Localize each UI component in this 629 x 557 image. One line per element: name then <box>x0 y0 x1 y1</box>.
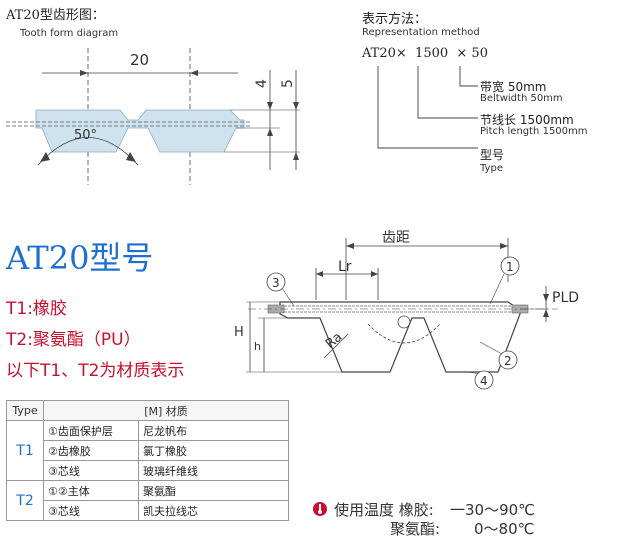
table-header-row: Type [M] 材质 <box>6 400 289 421</box>
type-t1: T1 <box>6 420 44 481</box>
table-row: ③芯线 凯夫拉线芯 <box>7 500 289 521</box>
part-cell: ③芯线 <box>43 500 139 521</box>
material-cell: 聚氨酯 <box>138 480 289 501</box>
part-cell: ③芯线 <box>43 460 139 481</box>
callout-2: 2 <box>504 354 512 368</box>
temp-rubber-label: 使用温度 橡胶: <box>334 501 434 519</box>
type-t2: T2 <box>6 480 44 521</box>
model-t2: T2:聚氨酯（PU） <box>6 330 141 350</box>
material-cell: 凯夫拉线芯 <box>138 500 289 521</box>
part-cell: ②齿橡胶 <box>43 440 139 461</box>
temp-pu-label: 聚氨酯: <box>390 520 441 538</box>
part-cell: ①②主体 <box>43 480 139 501</box>
callout-4: 4 <box>480 374 488 388</box>
material-cell: 玻璃纤维线 <box>138 460 289 481</box>
callout-1: 1 <box>506 260 514 274</box>
representation-subtitle: Representation method <box>362 27 480 38</box>
length-en: Pitch length 1500mm <box>480 126 588 137</box>
h-lower-label: h <box>254 340 261 353</box>
tooth-diagram-subtitle: Tooth form diagram <box>20 28 119 39</box>
tooth-form-diagram: 20 4 5 50° <box>6 48 300 185</box>
belt-section-diagram: 齿距 Lr H h Ra PLD 3 1 2 4 <box>234 230 579 390</box>
width-en: Beltwidth 50mm <box>480 93 563 104</box>
temp-pu-range: 0～80℃ <box>474 520 535 538</box>
model-t1: T1:橡胶 <box>6 299 67 319</box>
table-row: T1 ①齿面保护层 尼龙帆布 <box>6 420 289 481</box>
header-type: Type <box>6 400 44 421</box>
callout-1-circle <box>500 256 520 276</box>
belt-section <box>279 301 521 373</box>
height-label-5: 5 <box>280 79 296 88</box>
callout-2-circle <box>498 350 518 370</box>
callout-3: 3 <box>272 276 280 290</box>
tooth-diagram-title: AT20型齿形图： <box>6 8 105 23</box>
height-label-4: 4 <box>254 79 270 88</box>
pitch-label-cn: 齿距 <box>382 230 410 246</box>
length-cn: 节线长 1500mm <box>480 113 574 127</box>
type-en: Type <box>480 163 503 174</box>
part-cell: ①齿面保护层 <box>43 420 139 441</box>
lr-label: Lr <box>338 259 352 275</box>
material-table: Type [M] 材质 T1 ①齿面保护层 尼龙帆布 ②齿橡胶 氯丁橡胶 ③芯线… <box>6 400 289 521</box>
header-material: [M] 材质 <box>43 400 289 421</box>
table-row: ③芯线 玻璃纤维线 <box>7 460 289 481</box>
callout-4-circle <box>474 370 494 390</box>
temp-rubber-range: 一30～90℃ <box>450 501 536 519</box>
table-row: T2 ①②主体 聚氨酯 <box>6 480 289 521</box>
representation-leader-lines <box>377 66 478 149</box>
width-cn: 带宽 50mm <box>480 80 547 94</box>
material-cell: 氯丁橡胶 <box>138 440 289 461</box>
angle-label: 50° <box>74 128 97 143</box>
h-upper-label: H <box>234 325 244 340</box>
type-cn: 型号 <box>480 148 505 162</box>
material-cell: 尼龙帆布 <box>138 420 289 441</box>
belt-profile <box>35 109 245 153</box>
callout-3-circle <box>266 272 286 292</box>
table-row: ②齿橡胶 氯丁橡胶 <box>7 440 289 461</box>
representation-code: AT20× 1500 × 50 <box>362 46 488 61</box>
representation-title: 表示方法： <box>362 12 428 27</box>
model-title: AT20型号 <box>6 239 154 277</box>
pitch-label: 20 <box>130 51 149 69</box>
pld-label: PLD <box>552 290 579 306</box>
thermometer-icon <box>313 502 327 516</box>
model-note: 以下T1、T2为材质表示 <box>6 361 185 381</box>
